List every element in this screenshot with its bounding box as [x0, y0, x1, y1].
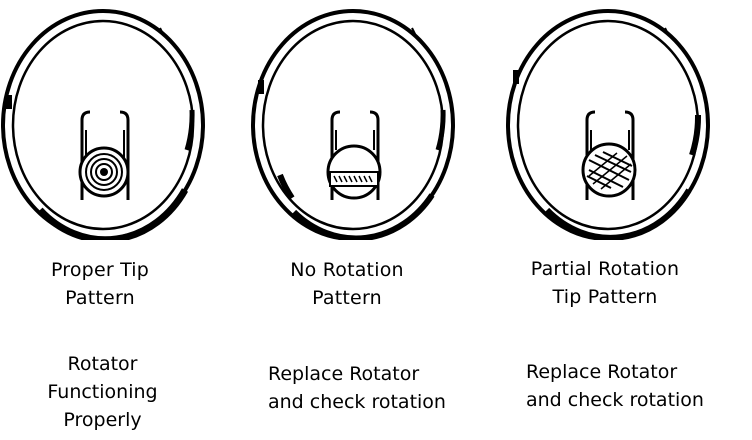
action-label: Replace Rotator and check rotation [526, 358, 704, 414]
action-label-line: and check rotation [526, 389, 704, 411]
action-label-line: Replace Rotator [526, 361, 678, 383]
pattern-label-line: Pattern [312, 287, 382, 309]
tip-concentric-rings-icon [78, 146, 130, 198]
action-label-line: and check rotation [268, 391, 446, 413]
valve-dial-diagram [251, 9, 455, 240]
pattern-label-line: No Rotation [290, 259, 404, 281]
partial-rotation-figure [505, 0, 725, 240]
proper-tip-figure [0, 0, 220, 240]
pattern-label-line: Proper Tip [50, 259, 150, 281]
action-label-line: Properly [63, 409, 142, 431]
action-label-line: Rotator [67, 353, 138, 375]
no-rotation-figure [250, 0, 470, 240]
pattern-label: Proper Tip Pattern [25, 256, 175, 312]
pattern-label: Partial Rotation Tip Pattern [515, 255, 695, 311]
valve-dial-diagram [1, 9, 205, 240]
tip-crosshatch-icon [581, 142, 637, 198]
pattern-label: No Rotation Pattern [272, 256, 422, 312]
action-label: Replace Rotator and check rotation [268, 360, 446, 416]
pattern-label-line: Tip Pattern [552, 286, 658, 308]
action-label-line: Functioning [47, 381, 158, 403]
pattern-label-line: Partial Rotation [530, 258, 680, 280]
pattern-label-line: Pattern [65, 287, 135, 309]
action-label: Rotator Functioning Properly [15, 350, 190, 434]
action-label-line: Replace Rotator [268, 363, 420, 385]
tip-flat-band-icon [326, 144, 382, 200]
valve-dial-diagram [506, 9, 710, 240]
